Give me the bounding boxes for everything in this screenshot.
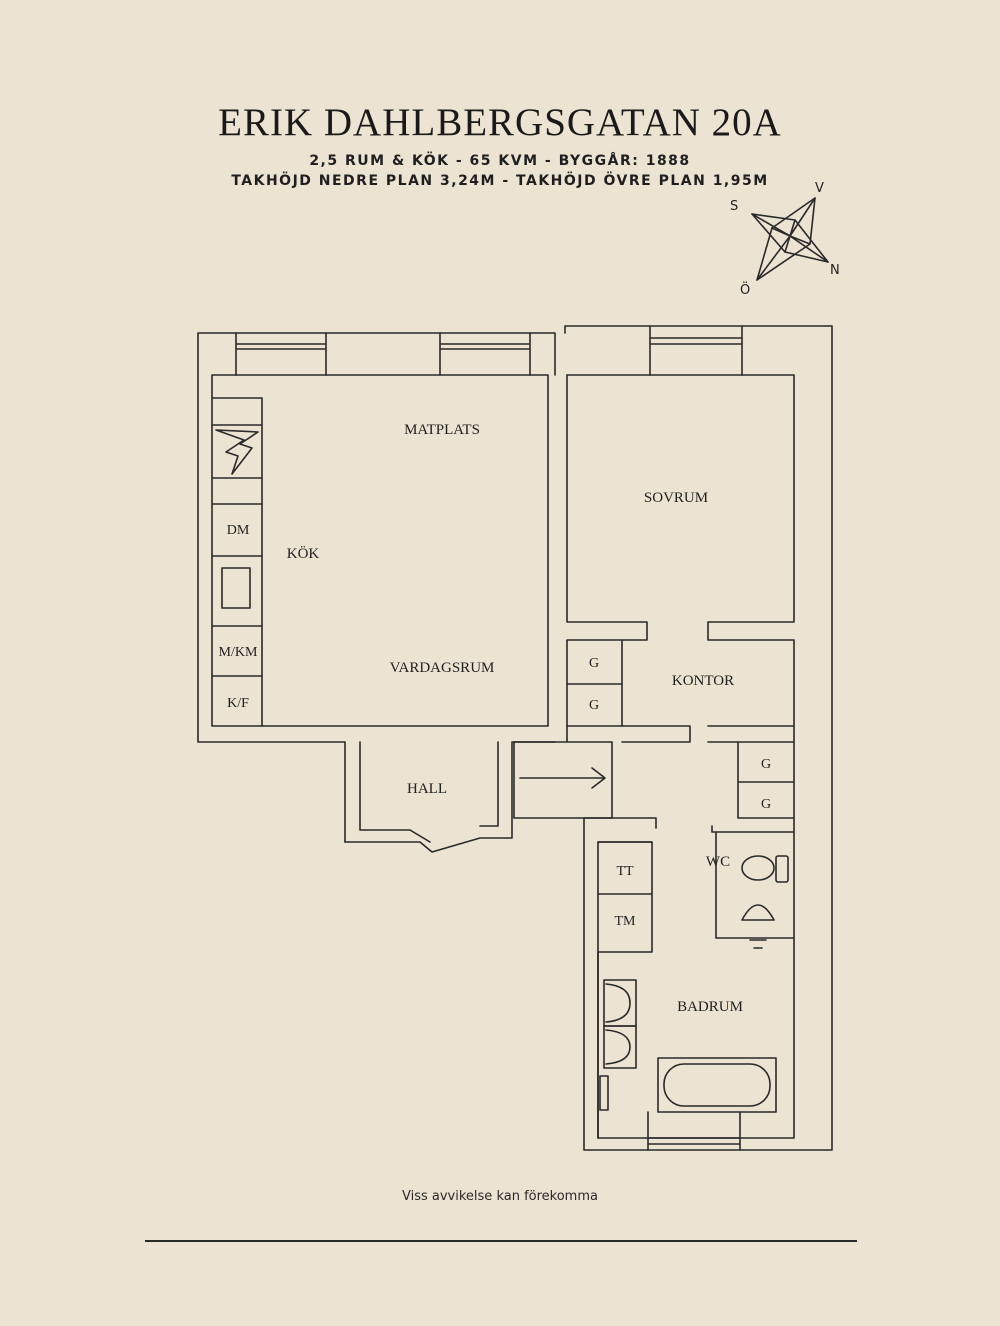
compass-west: V xyxy=(815,181,824,196)
walls-left-unit xyxy=(197,332,556,853)
walls-right-unit xyxy=(513,325,833,1151)
fixture-label-g: G xyxy=(761,797,771,812)
fixture-label-tt: TT xyxy=(616,864,634,879)
stairs-arrow-icon xyxy=(519,767,606,789)
wardrobes xyxy=(566,683,795,819)
windows-right-unit xyxy=(647,325,743,1151)
room-label-wc: WC xyxy=(706,854,730,870)
room-label-sovrum: SOVRUM xyxy=(644,490,708,506)
room-label-kontor: KONTOR xyxy=(672,673,734,689)
room-label-kok: KÖK xyxy=(287,545,320,562)
property-summary: 2,5 RUM & KÖK - 65 KVM - BYGGÅR: 1888 xyxy=(309,153,691,169)
room-label-vardagsrum: VARDAGSRUM xyxy=(390,660,495,676)
kitchen-counter xyxy=(211,397,263,727)
fixture-label-dm: DM xyxy=(227,523,250,538)
room-label-matplats: MATPLATS xyxy=(404,422,480,438)
room-label-hall: HALL xyxy=(407,781,447,797)
compass-rose-icon: S V N Ö xyxy=(730,181,840,298)
toilet-icon xyxy=(741,855,775,881)
bathroom xyxy=(597,951,777,1139)
bottom-divider xyxy=(145,1240,857,1242)
sink-icon xyxy=(603,979,637,1027)
ceiling-heights: TAKHÖJD NEDRE PLAN 3,24M - TAKHÖJD ÖVRE … xyxy=(231,173,769,189)
compass-east: Ö xyxy=(740,281,750,298)
windows-left-unit xyxy=(235,332,531,376)
fixture-label-tm: TM xyxy=(615,914,637,929)
wc-room xyxy=(711,825,795,949)
page-title: ERIK DAHLBERGSGATAN 20A xyxy=(218,101,782,144)
fixture-label-mkm: M/KM xyxy=(219,645,258,660)
laundry-column xyxy=(597,841,653,953)
disclaimer: Viss avvikelse kan förekomma xyxy=(402,1189,598,1204)
fixture-label-kf: K/F xyxy=(227,696,249,711)
compass-north: N xyxy=(830,263,840,278)
fixture-label-g: G xyxy=(761,757,771,772)
sink-icon xyxy=(741,904,775,921)
bathtub-icon xyxy=(657,1057,777,1113)
fixture-label-g: G xyxy=(589,698,599,713)
stove-icon xyxy=(215,429,259,475)
sink-icon xyxy=(603,1025,637,1069)
compass-south: S xyxy=(730,199,738,214)
room-label-badrum: BADRUM xyxy=(677,999,743,1015)
fixture-label-g: G xyxy=(589,656,599,671)
